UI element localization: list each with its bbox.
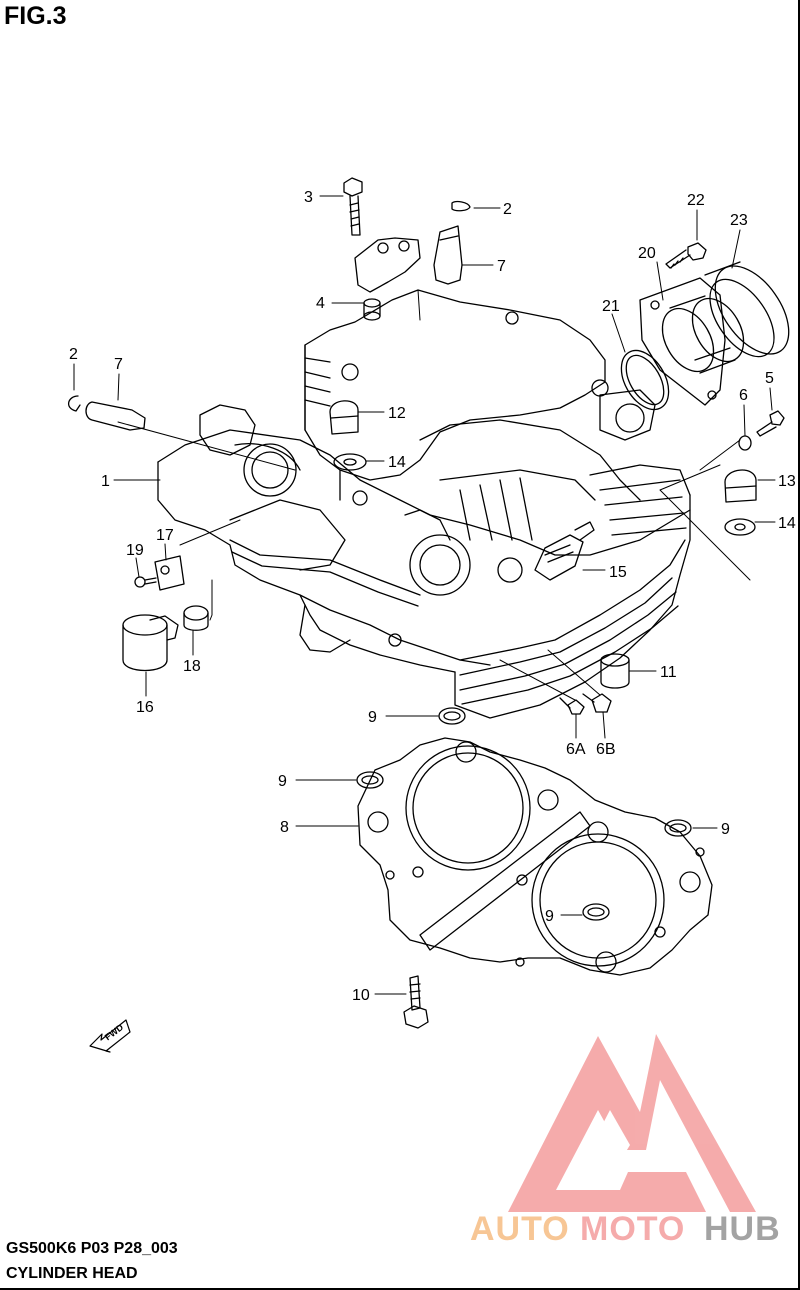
logo-text-hub: HUB bbox=[704, 1210, 781, 1248]
callout-2-left: 2 bbox=[69, 346, 78, 363]
part-9-ring-b bbox=[356, 771, 384, 789]
part-2-circlip-left bbox=[68, 395, 81, 412]
diagram-name: CYLINDER HEAD bbox=[6, 1265, 138, 1282]
callout-6B: 6B bbox=[596, 741, 616, 758]
callout-9-c: 9 bbox=[721, 821, 730, 838]
part-11-dowel bbox=[600, 653, 630, 689]
part-17-bracket bbox=[154, 555, 185, 591]
figure-title: FIG.3 bbox=[4, 2, 67, 30]
callout-19: 19 bbox=[126, 542, 144, 559]
callout-3: 3 bbox=[304, 189, 313, 206]
callout-6A: 6A bbox=[566, 741, 586, 758]
callout-5: 5 bbox=[765, 370, 774, 387]
model-code: GS500K6 P03 P28_003 bbox=[6, 1240, 178, 1257]
leader-lines bbox=[73, 195, 776, 995]
callout-7-left: 7 bbox=[114, 356, 123, 373]
callout-9-a: 9 bbox=[368, 709, 377, 726]
part-19-screw bbox=[134, 576, 157, 588]
logo-text-auto: AUTO bbox=[470, 1210, 570, 1248]
cylinder-head-body bbox=[157, 289, 691, 719]
callout-16: 16 bbox=[136, 699, 154, 716]
callout-9-d: 9 bbox=[545, 908, 554, 925]
part-6A-bolt bbox=[559, 697, 585, 715]
callout-7-top: 7 bbox=[497, 258, 506, 275]
part-9-ring-d bbox=[582, 903, 610, 921]
part-4-dowel bbox=[363, 298, 381, 321]
part-9-ring-c bbox=[664, 819, 692, 837]
part-6-washer bbox=[738, 435, 752, 451]
callout-2-top: 2 bbox=[503, 201, 512, 218]
callout-15: 15 bbox=[609, 564, 627, 581]
part-14-washer-right bbox=[724, 518, 756, 536]
part-10-bolt bbox=[403, 975, 429, 1029]
part-9-ring-a bbox=[438, 707, 466, 725]
callout-14-mid: 14 bbox=[388, 454, 406, 471]
part-18-ring bbox=[183, 605, 209, 631]
part-13-cap-nut bbox=[724, 469, 757, 503]
part-16-cap bbox=[122, 614, 179, 672]
part-5-bolt bbox=[756, 410, 785, 437]
callout-6: 6 bbox=[739, 387, 748, 404]
automotohub-logo: AUTO MOTO HUB bbox=[470, 1034, 781, 1248]
part-7-guide-left bbox=[85, 401, 146, 431]
callout-10: 10 bbox=[352, 987, 370, 1004]
callout-22: 22 bbox=[687, 192, 705, 209]
callout-11: 11 bbox=[660, 664, 677, 681]
part-7-guide bbox=[433, 225, 463, 285]
callout-23: 23 bbox=[730, 212, 748, 229]
callout-21: 21 bbox=[602, 298, 620, 315]
callout-1: 1 bbox=[101, 473, 110, 490]
part-22-bolt bbox=[665, 242, 707, 269]
callout-14-right: 14 bbox=[778, 515, 796, 532]
logo-text-moto: MOTO bbox=[580, 1210, 685, 1248]
part-2-circlip bbox=[451, 200, 471, 212]
part-8-head-gasket bbox=[357, 737, 713, 976]
part-20-intake-pipe bbox=[639, 277, 745, 406]
part-12-cap-nut bbox=[329, 400, 359, 435]
part-21-oring bbox=[620, 349, 670, 411]
callout-18: 18 bbox=[183, 658, 201, 675]
part-15-spark-plug bbox=[534, 521, 595, 581]
part-14-washer-mid bbox=[333, 453, 367, 471]
fwd-arrow-icon bbox=[89, 1019, 131, 1053]
callout-8: 8 bbox=[280, 819, 289, 836]
callout-12: 12 bbox=[388, 405, 406, 422]
part-23-boot bbox=[694, 261, 790, 361]
part-6B-bolt bbox=[582, 693, 612, 713]
callout-20: 20 bbox=[638, 245, 656, 262]
callout-4: 4 bbox=[316, 295, 325, 312]
part-3-bracket bbox=[354, 237, 421, 293]
callout-9-b: 9 bbox=[278, 773, 287, 790]
part-3-bolt bbox=[343, 177, 363, 236]
callout-labels: 3 2 7 4 22 23 20 21 5 6 13 14 2 7 12 14 … bbox=[69, 189, 796, 1004]
callout-13: 13 bbox=[778, 473, 796, 490]
callout-17: 17 bbox=[156, 527, 174, 544]
